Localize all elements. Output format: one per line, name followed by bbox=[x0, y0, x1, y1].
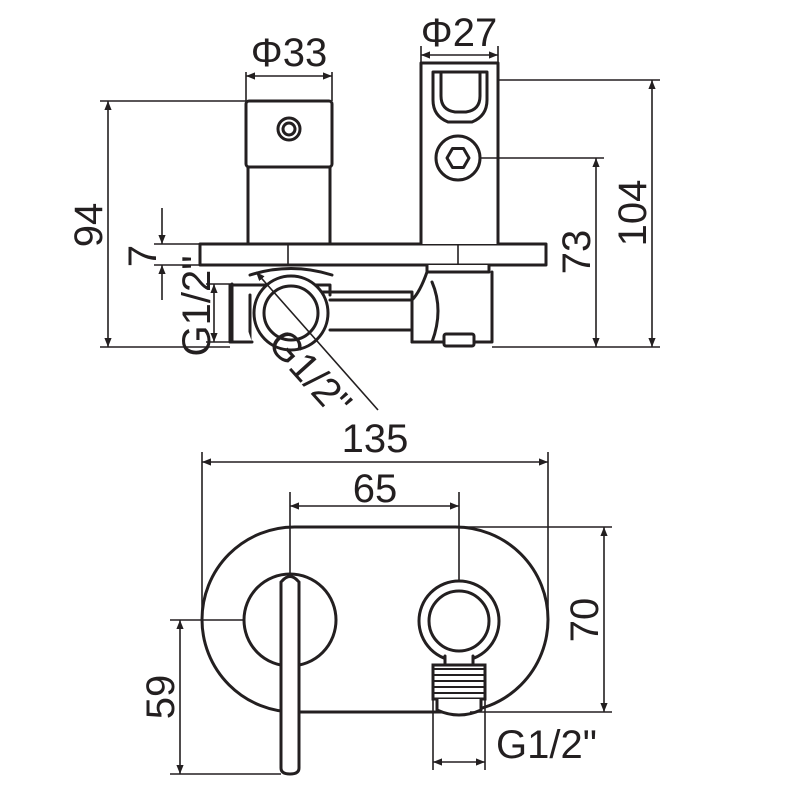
dim-59: 59 bbox=[139, 675, 183, 720]
dim-73: 73 bbox=[555, 230, 599, 275]
dim-70: 70 bbox=[563, 598, 607, 643]
inlet-fitting-collar bbox=[248, 267, 334, 277]
outlet-nipple bbox=[442, 332, 476, 348]
side-view bbox=[198, 61, 548, 352]
dim-94: 94 bbox=[67, 203, 111, 248]
outlet-bend bbox=[430, 280, 440, 344]
mixer-body bbox=[246, 165, 332, 246]
dim-phi33: Φ33 bbox=[251, 31, 327, 75]
handle-screw-outer bbox=[276, 116, 302, 142]
shower-outlet bbox=[410, 263, 494, 344]
lever-handle bbox=[279, 580, 301, 776]
cover-plate bbox=[198, 242, 548, 267]
dim-g12-side: G1/2" bbox=[175, 256, 219, 357]
threaded-outlet bbox=[431, 663, 487, 701]
dim-65: 65 bbox=[353, 467, 398, 511]
dim-104: 104 bbox=[611, 180, 655, 247]
outlet-tip bbox=[435, 697, 483, 717]
lever-cap bbox=[280, 575, 300, 583]
holder-cradle bbox=[431, 70, 489, 124]
holder-ring-inner bbox=[427, 589, 491, 653]
side-dimensions: Φ33 Φ27 94 104 73 7 G1/2" G1/2" bbox=[67, 11, 660, 426]
front-dimensions: 135 65 70 59 G1/2" bbox=[139, 417, 612, 775]
hex-socket-icon bbox=[445, 147, 471, 169]
handle-screw-inner bbox=[281, 121, 297, 137]
front-view bbox=[200, 525, 550, 776]
dim-phi27: Φ27 bbox=[421, 11, 497, 55]
dim-7: 7 bbox=[121, 245, 165, 267]
dim-135: 135 bbox=[342, 417, 409, 461]
dim-g12-bottom: G1/2" bbox=[496, 723, 597, 767]
